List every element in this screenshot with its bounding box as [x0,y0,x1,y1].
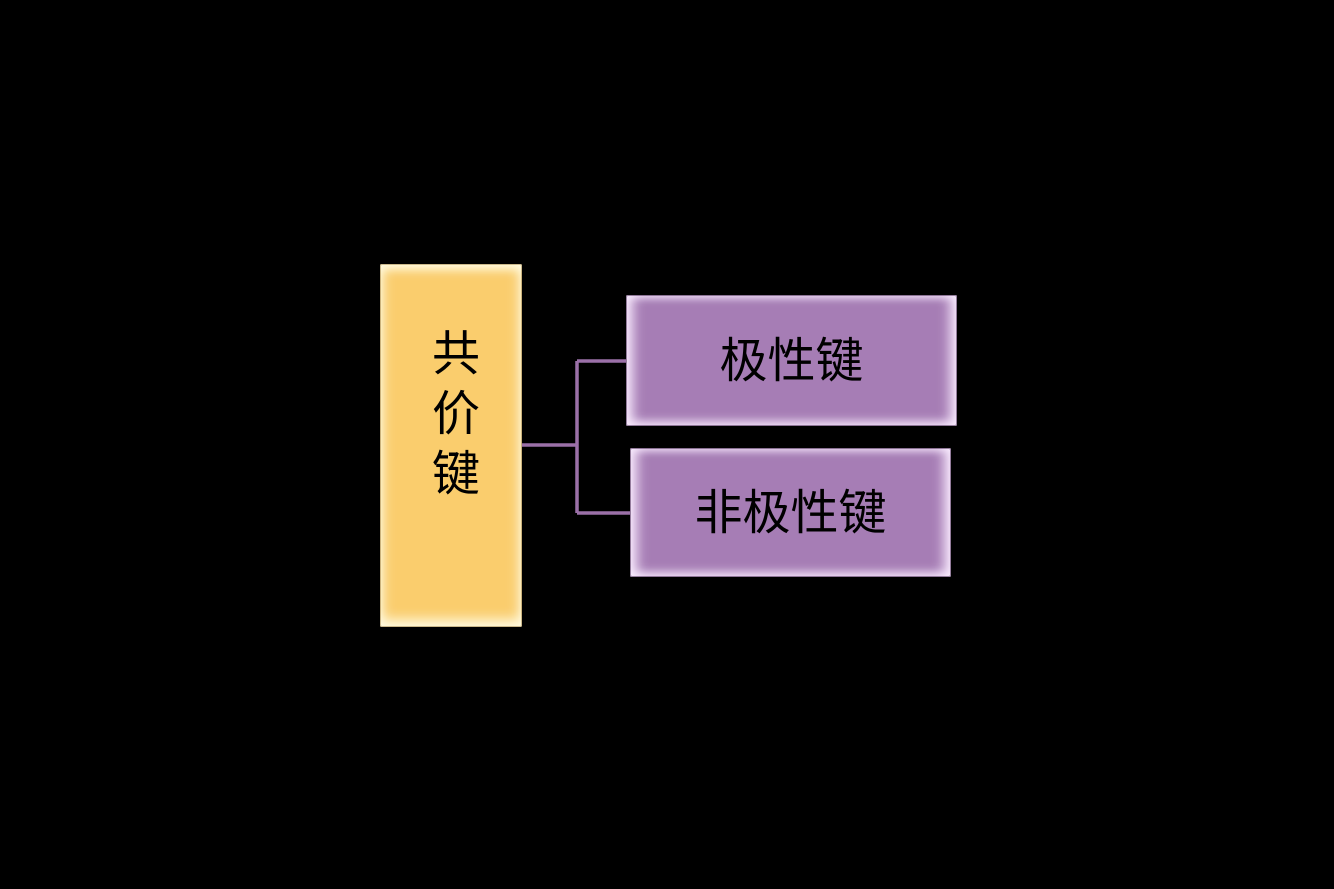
nonpolar-bond-label: 非极性键 [694,484,887,541]
root-node-label: 共价键 [423,327,479,508]
elbow-connector-path [522,359,631,515]
node-nonpolar-bond[interactable]: 非极性键 [630,448,951,577]
node-polar-bond[interactable]: 极性键 [626,295,957,426]
polar-bond-label: 极性键 [719,332,864,389]
node-covalent-bond[interactable]: 共价键 [380,264,522,627]
